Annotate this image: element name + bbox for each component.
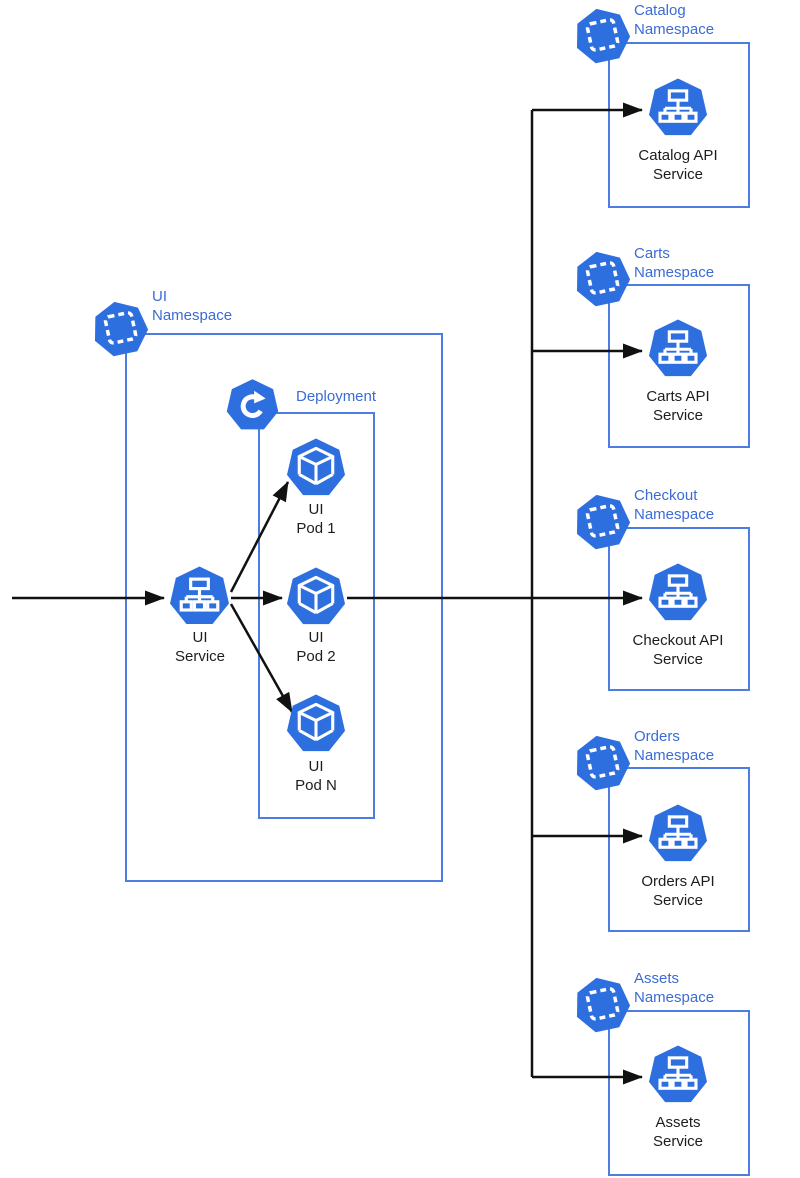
deployment-icon [225,377,280,432]
checkout-namespace-label: Checkout Namespace [634,487,715,523]
carts-namespace-box [608,284,750,448]
ui-service-label: UI Service [174,629,226,665]
assets-namespace-box [608,1010,750,1176]
orders-namespace-box [608,767,750,932]
namespace-icon [573,733,631,791]
namespace-icon [91,299,149,357]
carts-api-service-label: Carts API Service [646,388,710,424]
checkout-api-service-label: Checkout API Service [632,632,724,668]
catalog-namespace-box [608,42,750,208]
ui-pod-1-label: UI Pod 1 [296,501,336,537]
namespace-icon [573,249,631,307]
ui-namespace-label: UI Namespace [152,288,233,324]
service-icon [647,1043,709,1105]
catalog-namespace-label: Catalog Namespace [634,2,715,38]
catalog-api-service-label: Catalog API Service [638,147,718,183]
pod-icon [285,436,347,498]
pod-icon [285,565,347,627]
assets-namespace-label: Assets Namespace [634,970,715,1006]
ui-pod-2-label: UI Pod 2 [296,629,336,665]
service-icon [647,317,709,379]
pod-icon [285,692,347,754]
service-icon [647,76,709,138]
service-icon [647,561,709,623]
service-icon [168,564,231,627]
namespace-icon [573,6,631,64]
ui-namespace-box [125,333,443,882]
service-icon [647,802,709,864]
namespace-icon [573,492,631,550]
carts-namespace-label: Carts Namespace [634,245,715,281]
ui-pod-n-label: UI Pod N [295,758,337,794]
namespace-icon [573,975,631,1033]
orders-namespace-label: Orders Namespace [634,728,715,764]
orders-api-service-label: Orders API Service [641,873,715,909]
assets-service-label: Assets Service [652,1114,704,1150]
deployment-label: Deployment [296,388,377,405]
checkout-namespace-box [608,527,750,691]
